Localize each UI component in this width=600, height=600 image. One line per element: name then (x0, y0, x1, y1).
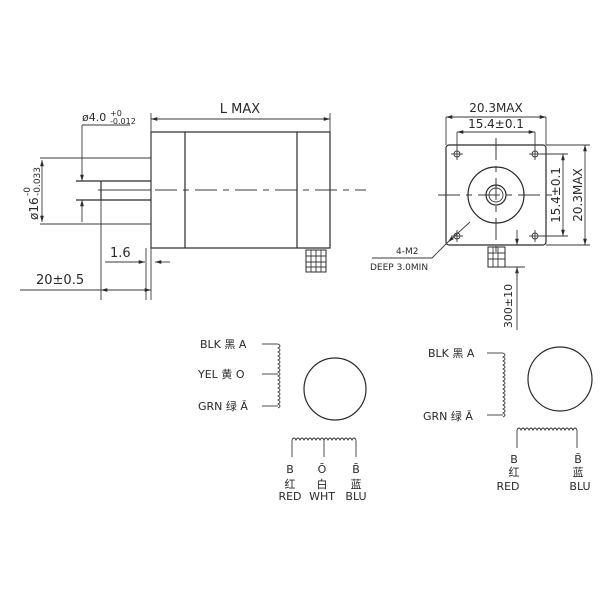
coil-a (501, 352, 506, 418)
width-label: 20.3MAX (469, 101, 523, 115)
svg-text:B: B (286, 463, 294, 476)
boss-height-label: 1.6 (110, 246, 131, 261)
mount-holes-label: 4-M2 (396, 247, 418, 257)
wiring-diagram-6-lead: BLK 黑 A YEL 黄 O GRN 绿 Ā B 红 RED Ō 白 WHT … (197, 338, 367, 503)
svg-text:B: B (510, 453, 518, 466)
svg-text:红: 红 (285, 478, 296, 491)
shaft-length-label: 20±0.5 (36, 273, 84, 288)
wiring-diagram-4-lead: BLK 黑 A GRN 绿 Ā B 红 RED B̄ 蓝 BLU (423, 346, 593, 493)
wire-label-blk: BLK 黑 A (200, 338, 247, 351)
svg-text:红: 红 (509, 466, 520, 479)
wire-label-red: B 红 RED (278, 463, 301, 503)
wire-label-blu: B̄ 蓝 BLU (569, 453, 590, 493)
rotor-circle (527, 346, 593, 412)
wire-label-wht: Ō 白 WHT (309, 463, 335, 503)
svg-text:-0.033: -0.033 (33, 167, 43, 196)
length-label: L MAX (220, 102, 260, 117)
wire-label-yel: YEL 黄 O (197, 367, 245, 381)
svg-text:ø4.0: ø4.0 (82, 111, 106, 124)
boss-circle (467, 166, 525, 224)
lead-length-label: 300±10 (502, 284, 515, 328)
svg-text:RED: RED (278, 490, 301, 503)
svg-text:RED: RED (496, 480, 519, 493)
svg-text:GRN 绿 Ā: GRN 绿 Ā (198, 399, 248, 413)
svg-text:B̄: B̄ (352, 463, 360, 476)
hole-spacing-label: 15.4±0.1 (468, 117, 524, 131)
coil-a (276, 343, 281, 409)
svg-text:WHT: WHT (309, 490, 335, 503)
hole-spacing-vertical-label: 15.4±0.1 (549, 167, 563, 223)
rotor-circle (303, 357, 367, 421)
mounting-holes (451, 148, 541, 242)
height-label: 20.3MAX (571, 168, 585, 222)
lead-connector-front (487, 246, 506, 268)
side-view: L MAX ø4.0 +0 -0.012 ø16 -0 -0.033 1.6 2… (20, 102, 366, 300)
shaft-diameter-label: ø4.0 +0 -0.012 (82, 109, 136, 126)
svg-text:BLK 黑 A: BLK 黑 A (200, 338, 247, 351)
wire-label-blk: BLK 黑 A (428, 347, 475, 360)
svg-text:BLK 黑 A: BLK 黑 A (428, 347, 475, 360)
coil-b (516, 427, 578, 432)
mount-depth-label: DEEP 3.0MIN (370, 263, 428, 273)
svg-text:蓝: 蓝 (573, 466, 584, 479)
coil-b (291, 437, 357, 442)
wire-label-red: B 红 RED (496, 453, 519, 493)
svg-text:ø16: ø16 (27, 197, 41, 220)
svg-text:蓝: 蓝 (351, 478, 362, 491)
svg-text:+0: +0 (110, 109, 122, 118)
svg-text:YEL 黄 O: YEL 黄 O (197, 367, 245, 381)
boss-diameter-label: ø16 -0 -0.033 (23, 167, 43, 220)
svg-text:BLU: BLU (569, 480, 590, 493)
wire-label-grn: GRN 绿 Ā (423, 409, 473, 423)
svg-text:GRN 绿 Ā: GRN 绿 Ā (423, 409, 473, 423)
svg-text:B̄: B̄ (574, 453, 582, 466)
lead-connector-side (305, 249, 327, 273)
wire-label-grn: GRN 绿 Ā (198, 399, 248, 413)
svg-text:-0.012: -0.012 (110, 117, 136, 126)
svg-text:Ō: Ō (318, 463, 327, 476)
svg-text:白: 白 (317, 477, 328, 491)
svg-text:BLU: BLU (345, 490, 366, 503)
wire-label-blu: B̄ 蓝 BLU (345, 463, 366, 503)
front-view: 20.3MAX 15.4±0.1 15.4±0.1 20.3MAX 4-M2 D… (370, 101, 590, 330)
svg-text:-0: -0 (23, 187, 33, 196)
